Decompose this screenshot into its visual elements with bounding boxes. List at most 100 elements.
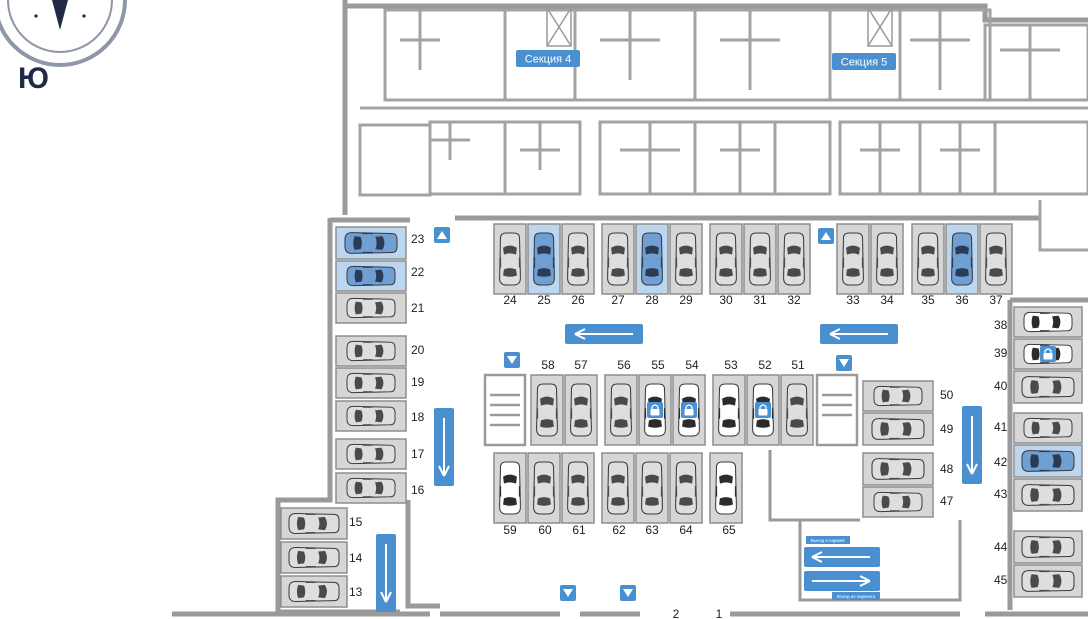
car-icon	[785, 383, 809, 437]
arrow-down-icon	[836, 355, 852, 371]
car-icon	[841, 232, 865, 286]
parking-spot-14[interactable]: 14	[280, 541, 363, 574]
parking-spot-47[interactable]: 47	[862, 486, 954, 518]
parking-spot-13[interactable]: 13	[280, 575, 363, 608]
parking-spot-38[interactable]: 38	[994, 306, 1083, 338]
parking-spot-number: 34	[880, 293, 894, 307]
car-icon	[606, 461, 630, 515]
car-icon	[1021, 569, 1075, 593]
parking-spot-39[interactable]: 39	[994, 338, 1083, 370]
parking-spot-number: 20	[411, 343, 425, 357]
parking-spot-60[interactable]: 60	[527, 452, 561, 537]
parking-spot-32[interactable]: 32	[777, 223, 811, 307]
parking-spot-48[interactable]: 48	[862, 452, 954, 486]
car-icon	[535, 383, 559, 437]
parking-spot-30[interactable]: 30	[709, 223, 743, 307]
parking-spot-15[interactable]: 15	[280, 507, 363, 540]
parking-spot-number: 45	[994, 573, 1008, 587]
parking-spot-number: 41	[994, 420, 1008, 434]
parking-spot-16[interactable]: 16	[335, 472, 425, 504]
parking-spot-29[interactable]: 29	[669, 223, 703, 307]
arrow-left-icon	[565, 324, 643, 344]
car-icon	[674, 232, 698, 286]
arrow-left-icon	[820, 324, 898, 344]
car-icon	[714, 232, 738, 286]
lock-icon	[1040, 346, 1056, 362]
parking-spot-58[interactable]: 58	[530, 358, 564, 446]
parking-spot-62[interactable]: 62	[601, 452, 635, 537]
parking-spot-44[interactable]: 44	[994, 530, 1083, 564]
parking-spot-63[interactable]: 63	[635, 452, 669, 537]
parking-spot-54[interactable]: 54	[672, 358, 706, 446]
parking-spot-65[interactable]: 65	[709, 452, 743, 537]
parking-spot-45[interactable]: 45	[994, 564, 1083, 598]
parking-spot-25[interactable]: 25	[527, 223, 561, 307]
parking-spot-59[interactable]: 59	[493, 452, 527, 537]
parking-spot-23[interactable]: 23	[335, 226, 425, 260]
parking-spot-number: 49	[940, 422, 954, 436]
lock-icon	[647, 402, 663, 418]
car-icon	[871, 457, 925, 481]
car-icon	[950, 232, 974, 286]
parking-spot-35[interactable]: 35	[911, 223, 945, 307]
parking-spot-24[interactable]: 24	[493, 223, 527, 307]
arrow-down-icon	[376, 534, 396, 612]
parking-spot-53[interactable]: 53	[712, 358, 746, 446]
parking-spot-number: 30	[719, 293, 733, 307]
parking-spot-36[interactable]: 36	[945, 223, 979, 307]
parking-spot-number: 32	[787, 293, 801, 307]
parking-spot-number: 21	[411, 301, 425, 315]
parking-spot-number: 25	[537, 293, 551, 307]
parking-spot-52[interactable]: 52	[746, 358, 780, 446]
parking-spot-41[interactable]: 41	[994, 412, 1083, 444]
parking-spot-number: 47	[940, 494, 954, 508]
parking-spot-55[interactable]: 55	[638, 358, 672, 446]
parking-spot-20[interactable]: 20	[335, 335, 425, 367]
parking-spot-34[interactable]: 34	[870, 223, 904, 307]
parking-spot-number: 60	[538, 523, 552, 537]
car-icon	[288, 546, 340, 569]
parking-spot-50[interactable]: 50	[862, 380, 954, 412]
staircase	[546, 7, 893, 47]
parking-spot-number: 35	[921, 293, 935, 307]
parking-spot-51[interactable]: 51	[780, 358, 814, 446]
parking-spot-number: 56	[617, 358, 631, 372]
parking-spot-49[interactable]: 49	[862, 412, 954, 446]
parking-spot-42[interactable]: 42	[994, 444, 1083, 478]
parking-spot-27[interactable]: 27	[601, 223, 635, 307]
car-icon	[344, 231, 398, 255]
parking-spot-number: 48	[940, 462, 954, 476]
parking-spot-number: 43	[994, 487, 1008, 501]
arrow-down-icon	[962, 406, 982, 484]
parking-spot-37[interactable]: 37	[979, 223, 1013, 307]
parking-spot-64[interactable]: 64	[669, 452, 703, 537]
parking-spot-40[interactable]: 40	[994, 370, 1083, 404]
parking-spot-number: 27	[611, 293, 625, 307]
parking-spot-2[interactable]: 2	[673, 607, 680, 619]
car-icon	[566, 461, 590, 515]
parking-spot-28[interactable]: 28	[635, 223, 669, 307]
parking-spot-19[interactable]: 19	[335, 367, 425, 399]
parking-spot-31[interactable]: 31	[743, 223, 777, 307]
car-icon	[875, 232, 899, 286]
parking-spot-43[interactable]: 43	[994, 478, 1083, 512]
arrow-up-icon	[434, 227, 450, 243]
parking-spot-21[interactable]: 21	[335, 292, 425, 324]
car-icon	[873, 385, 923, 407]
parking-spot-56[interactable]: 56	[604, 358, 638, 446]
parking-spot-17[interactable]: 17	[335, 438, 425, 470]
car-icon	[714, 461, 738, 515]
compass-needle-icon	[52, 0, 68, 30]
parking-spot-number: 51	[791, 358, 805, 372]
parking-spot-18[interactable]: 18	[335, 400, 425, 432]
parking-spot-26[interactable]: 26	[561, 223, 595, 307]
parking-spot-number: 63	[645, 523, 659, 537]
compass-ring	[0, 0, 127, 67]
parking-spot-1[interactable]: 1	[716, 607, 723, 619]
parking-spot-33[interactable]: 33	[836, 223, 870, 307]
car-icon	[346, 340, 396, 362]
parking-spot-57[interactable]: 57	[564, 358, 598, 446]
parking-spot-22[interactable]: 22	[335, 260, 425, 292]
parking-spot-number: 26	[571, 293, 585, 307]
parking-spot-61[interactable]: 61	[561, 452, 595, 537]
